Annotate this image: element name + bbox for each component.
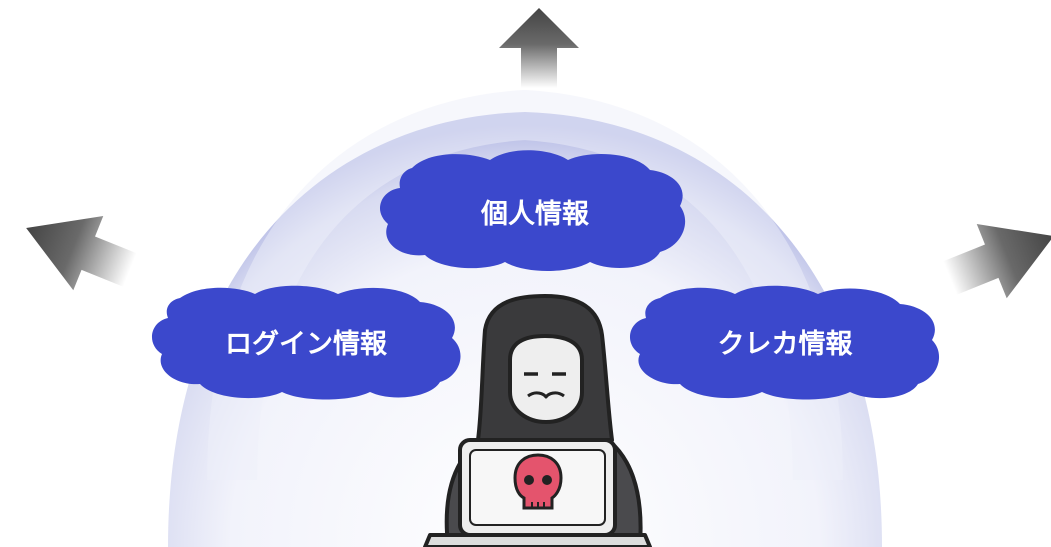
arrow-icon-right: [943, 224, 1051, 299]
cloud-right: クレカ情報: [629, 285, 940, 400]
cloud-left: ログイン情報: [151, 285, 461, 400]
arrow-icon-up: [499, 8, 579, 88]
skull-icon: [513, 453, 563, 510]
cloud-label-credit-card-info: クレカ情報: [718, 329, 854, 360]
arrow-icon-left: [26, 216, 137, 291]
cloud-label-login-info: ログイン情報: [225, 328, 388, 360]
cloud-center: 個人情報: [379, 150, 686, 271]
cloud-label-personal-info: 個人情報: [480, 199, 590, 230]
